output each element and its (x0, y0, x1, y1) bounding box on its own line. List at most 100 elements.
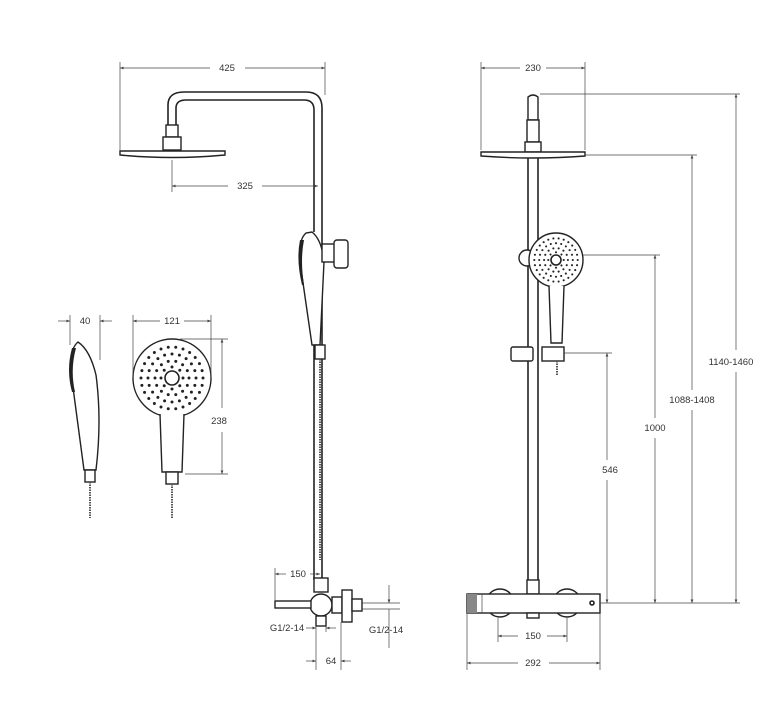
nozzle-dot (576, 264, 579, 267)
nozzle-dot (554, 275, 558, 278)
slider-holder (541, 346, 565, 362)
thermostatic-mixer (466, 593, 601, 614)
nozzle-dot (549, 242, 552, 246)
dim-mixer-length: 292 (525, 658, 541, 669)
hand-shower-face-front (528, 232, 584, 288)
nozzle-dot (159, 389, 163, 393)
nozzle-dot (554, 266, 558, 269)
nozzle-dot (574, 248, 577, 251)
nozzle-dot (560, 274, 563, 278)
nozzle-dot (552, 247, 555, 250)
nozzle-dot (200, 369, 204, 373)
nozzle-dot (185, 369, 189, 373)
nozzle-dot (571, 244, 574, 247)
nozzle-dot (552, 270, 555, 273)
nozzle-dot (567, 276, 570, 279)
nozzle-dot (576, 258, 579, 262)
nozzle-dot (156, 395, 160, 399)
nozzle-dot (143, 362, 147, 366)
nozzle-dot (174, 359, 178, 363)
spout (274, 600, 312, 609)
nozzle-dot (543, 258, 546, 262)
temperature-knob (467, 594, 477, 613)
nozzle-dot (159, 363, 163, 367)
nozzle-dot (162, 368, 166, 372)
nozzle-dot (140, 369, 144, 373)
nozzle-dot (571, 258, 574, 262)
arm-top (527, 94, 539, 121)
hand-shower-handle (159, 413, 185, 473)
dim-mixer-centers-side: 150 (290, 569, 306, 580)
nozzle-dot (549, 253, 552, 256)
hand-shower-profile (70, 341, 100, 471)
nozzle-dot (163, 399, 167, 403)
nozzle-dot (565, 264, 568, 267)
nozzle-dot (147, 397, 151, 401)
nozzle-dot (178, 368, 182, 372)
nozzle-dot (533, 264, 536, 267)
nozzle-dot (194, 376, 198, 380)
nozzle-dot (200, 383, 204, 387)
nozzle-dot (181, 347, 185, 351)
nozzle-dot (140, 383, 144, 387)
nozzle-dot (188, 350, 192, 354)
nozzle-dot (143, 390, 147, 394)
spray-nozzles (139, 345, 205, 411)
nozzle-dot (544, 253, 547, 256)
dim-thread-left: G1/2-14 (270, 623, 304, 634)
nozzle-dot (571, 273, 574, 276)
nozzle-dot (562, 268, 565, 271)
nozzle-dot (562, 238, 565, 241)
nozzle-dot (147, 383, 151, 387)
nozzle-dot (538, 244, 541, 247)
nozzle-dot (197, 390, 201, 394)
nozzle-dot (184, 395, 188, 399)
nozzle-dot (549, 274, 552, 278)
nozzle-dot (159, 347, 163, 351)
hand-shower-face (132, 338, 212, 418)
nozzle-dot (181, 405, 185, 409)
wall-connector (351, 598, 363, 612)
nozzle-dot (554, 242, 558, 245)
nozzle-dot (156, 357, 160, 361)
nozzle-dot (562, 249, 565, 252)
nozzle-dot (538, 273, 541, 276)
nozzle-dot (155, 369, 159, 373)
nozzle-dot (188, 402, 192, 406)
nozzle-dot (162, 384, 166, 388)
nozzle-dot (562, 258, 565, 262)
nozzle-dot (193, 397, 197, 401)
nozzle-dot (547, 249, 550, 252)
nozzle-dot (177, 353, 181, 357)
nozzle-dot (567, 241, 570, 244)
nozzle-dot (545, 245, 548, 248)
nozzle-dot (197, 362, 201, 366)
outlet (315, 615, 327, 627)
dim-hand-width: 121 (164, 316, 180, 327)
hand-shower-detail: 40 121 238 (58, 315, 228, 518)
nozzle-dot (181, 389, 185, 393)
slider (510, 346, 534, 362)
nozzle-dot (570, 264, 574, 267)
nozzle-dot (542, 276, 545, 279)
nozzle-dot (193, 355, 197, 359)
nozzle-dot (547, 268, 550, 271)
nozzle-dot (538, 253, 542, 256)
nozzle-dot (166, 345, 170, 349)
nozzle-dot (538, 264, 542, 267)
side-view: 425 325 150 G1/2-14 64 G1/2-14 (119, 62, 403, 670)
spray-nozzles (533, 237, 579, 283)
dim-slider-height: 546 (602, 465, 618, 476)
nozzle-dot (185, 383, 189, 387)
nozzle-dot (159, 376, 163, 380)
nozzle-dot (541, 268, 544, 271)
hose-connector (314, 344, 326, 360)
mixer-body-side (309, 593, 333, 617)
nozzle-dot (166, 393, 170, 397)
nozzle-dot (166, 359, 170, 363)
nozzle-dot (163, 353, 167, 357)
nozzle-dot (560, 242, 563, 246)
nozzle-dot (564, 272, 567, 275)
nozzle-dot (181, 376, 185, 380)
